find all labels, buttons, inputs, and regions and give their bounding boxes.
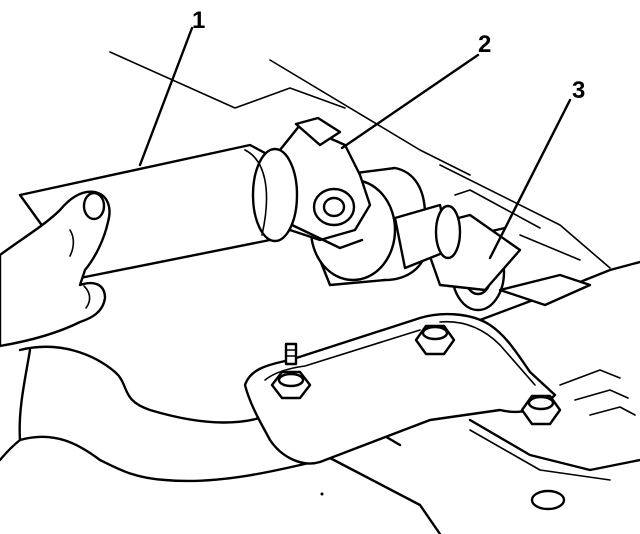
leader-line-2 [340,53,480,150]
leader-line-1 [138,26,194,167]
bolt-right [520,394,562,426]
callout-3: 3 [572,77,585,104]
support-bracket [243,312,557,465]
crossmember-structure [468,260,640,511]
bolt-center [414,324,456,356]
bolt-left [270,370,312,400]
callout-2: 2 [478,31,491,58]
detail-marks [320,492,324,496]
callout-1: 1 [192,7,205,34]
hand [0,190,111,348]
leader-line-3 [488,98,572,260]
stud [284,342,298,366]
